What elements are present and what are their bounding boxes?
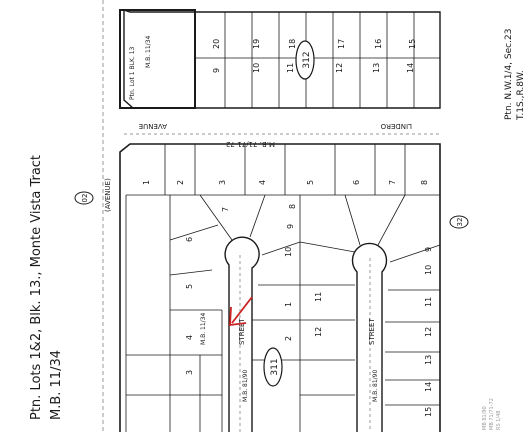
middle-row-lot-lines (126, 144, 440, 196)
lot-r11: 11 (424, 297, 433, 307)
lot-m8: 8 (420, 180, 429, 185)
lot-r9: 9 (424, 247, 433, 252)
right-mb: M.B. 81/90 (372, 370, 379, 402)
center-lots: 7 8 9 10 1 2 (221, 204, 297, 341)
lot-9: 9 (212, 68, 221, 73)
lot-m5: 5 (306, 180, 315, 185)
lot-m6: 6 (352, 180, 361, 185)
lower-left-mb: M.B. 11/34 (200, 313, 207, 345)
lot-r14: 14 (424, 382, 433, 392)
center-lot-lines (199, 194, 301, 432)
lot-c9: 9 (286, 224, 295, 229)
top-block-lot-lines (196, 12, 440, 108)
top-row-lots: 20 19 18 17 16 15 (212, 39, 417, 49)
street-left-label: STREET (238, 318, 246, 345)
lot-l5: 5 (185, 284, 194, 289)
lot-c8: 8 (288, 204, 297, 209)
lot-c11: 11 (314, 292, 323, 302)
second-row-lots: 9 10 11 12 13 14 (212, 63, 415, 73)
svg-text:02: 02 (81, 194, 89, 203)
lot-c7: 7 (221, 207, 230, 212)
avenue-paren-label: (AVENUE) (104, 178, 112, 212)
svg-text:312: 312 (302, 51, 312, 68)
middle-row-lots: 1 2 3 4 5 6 7 8 (142, 180, 429, 185)
svg-text:RS 1/48: RS 1/48 (496, 411, 502, 430)
lot-17: 17 (337, 39, 346, 49)
avenue-label: AVENUE (139, 122, 167, 130)
section-line2: T.1S.,R.8W. (516, 70, 526, 121)
lot-11: 11 (286, 63, 295, 73)
lot-m2: 2 (176, 180, 185, 185)
upper-left-mb: M.B. 11/34 (145, 36, 152, 68)
margin-note: MB 81/90 MB 71/71-72 RS 1/48 (482, 398, 502, 430)
lot-c10: 10 (284, 247, 293, 257)
lot-l4: 4 (185, 335, 194, 340)
lot-14: 14 (406, 63, 415, 73)
lot-12: 12 (335, 63, 344, 73)
lot-m3: 3 (218, 180, 227, 185)
section-line1: Ptn. N.W.1/4, Sec.23 (504, 29, 514, 120)
lot-13: 13 (372, 63, 381, 73)
lower-mb: M.B. 81/90 (242, 370, 249, 402)
street-right-label: STREET (368, 318, 376, 345)
red-pointer-arrow (229, 296, 253, 327)
lindero-label: LINDERO (380, 122, 412, 130)
lot-c1: 1 (284, 302, 293, 307)
top-block-outline (123, 9, 441, 109)
left-cul-de-sac (224, 236, 260, 432)
right-lot-lines (299, 194, 441, 406)
parcel-note: Ptn. Lot 1 BLK. 13 (129, 46, 136, 100)
lot-c2: 2 (284, 336, 293, 341)
svg-text:32: 32 (456, 218, 464, 227)
parcel-lot1-outline (119, 9, 196, 109)
right-cul-de-sac (351, 242, 388, 432)
lot-20: 20 (212, 39, 221, 49)
svg-text:311: 311 (270, 358, 280, 375)
title-line2: M.B. 11/34 (49, 350, 64, 420)
block-bubble-311: 311 (263, 347, 283, 387)
route-bubble-left: 02 (74, 191, 94, 205)
right-column-lots: 9 10 11 12 13 14 15 11 12 (314, 247, 433, 417)
lot-r13: 13 (424, 355, 433, 365)
lot-l6: 6 (185, 237, 194, 242)
route-bubble-right: 32 (449, 215, 469, 229)
block-bubble-312: 312 (295, 40, 315, 80)
lot-18: 18 (288, 39, 297, 49)
lot-m4: 4 (258, 180, 267, 185)
lot-r12: 12 (424, 327, 433, 337)
lot-r15: 15 (424, 407, 433, 417)
left-column-lots: 6 5 4 3 (185, 237, 194, 375)
lot-m7: 7 (388, 180, 397, 185)
lower-block-outline (119, 143, 441, 432)
lot-l3: 3 (185, 370, 194, 375)
lot-c12: 12 (314, 327, 323, 337)
lot-19: 19 (252, 39, 261, 49)
lot-10: 10 (252, 63, 261, 73)
svg-text:MB 71/71-72: MB 71/71-72 (489, 398, 495, 430)
lot-r10: 10 (424, 265, 433, 275)
left-column-lot-lines (125, 195, 223, 432)
svg-text:MB 81/90: MB 81/90 (482, 406, 488, 430)
lot-m1: 1 (142, 180, 151, 185)
lot-16: 16 (374, 39, 383, 49)
lot-15: 15 (408, 39, 417, 49)
title-line1: Ptn. Lots 1&2, Blk. 13., Monte Vista Tra… (29, 155, 44, 420)
